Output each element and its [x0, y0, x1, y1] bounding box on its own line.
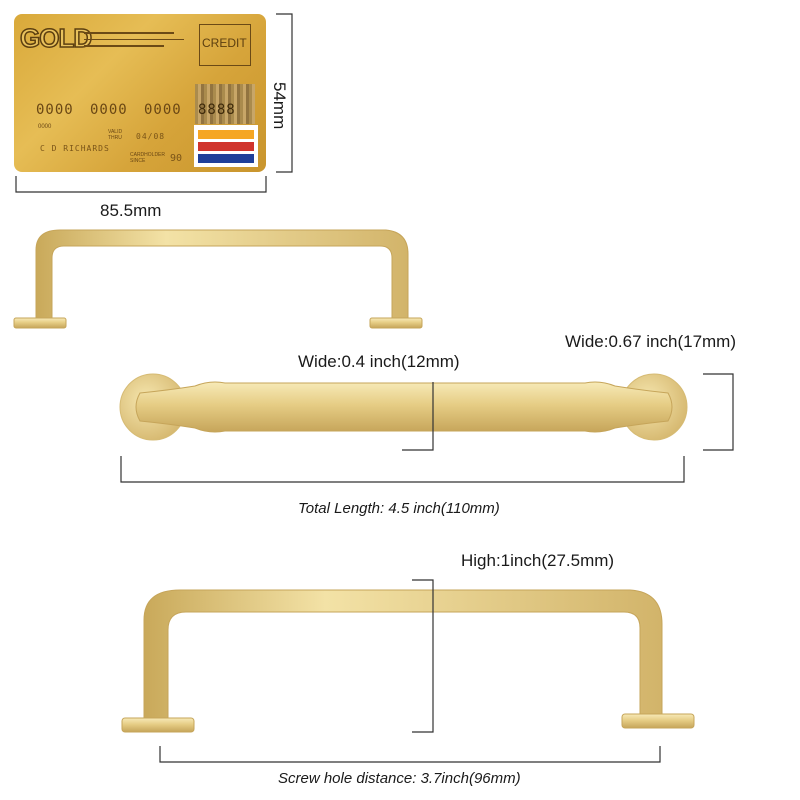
base-width-label: Wide:0.67 inch(17mm): [565, 332, 737, 351]
card-number-group: 0000: [144, 102, 182, 118]
handle-side-view-large: [121, 589, 695, 733]
flag-stripe: [198, 154, 254, 163]
flag-stripe: [198, 142, 254, 151]
card-height-text: 54mm: [270, 82, 289, 130]
screw-distance-label: Screw hole distance: 3.7inch(96mm): [278, 770, 521, 787]
credit-card: GOLD CREDIT 0000 0000 0000 8888 0000 VAL…: [14, 14, 266, 172]
card-number-group: 0000: [90, 102, 128, 118]
card-credit-box: [199, 24, 251, 66]
card-decoration-lines: [84, 32, 184, 52]
flag-stripe: [198, 130, 254, 139]
card-expiry: 04/08: [136, 132, 166, 141]
top-view-dimension-lines: [120, 373, 734, 483]
card-holder-name: C D RICHARDS: [40, 144, 110, 153]
side-view-dimension-lines: [159, 579, 661, 763]
card-dimension-lines: [15, 13, 293, 193]
bar-width-label: Wide:0.4 inch(12mm): [298, 352, 460, 371]
card-type-label: CREDIT: [202, 36, 247, 50]
card-width-label: 85.5mm: [100, 201, 162, 220]
card-small-number: 0000: [38, 124, 52, 130]
card-number-group: 0000: [36, 102, 74, 118]
handle-top-view: [119, 373, 688, 441]
card-since-label: CARDHOLDER SINCE: [130, 152, 166, 164]
height-label: High:1inch(27.5mm): [461, 551, 615, 570]
total-length-label: Total Length: 4.5 inch(110mm): [298, 500, 500, 517]
card-hologram-digits: 8888: [198, 102, 236, 118]
card-height-label: 54mm: [269, 82, 289, 129]
card-flag-logo: [194, 125, 258, 167]
card-valid-thru-label: VALID THRU: [108, 129, 123, 141]
card-brand: GOLD: [19, 22, 93, 54]
card-hologram: [195, 84, 255, 124]
handle-side-view-small: [13, 229, 423, 329]
card-since-year: 90: [170, 153, 183, 164]
